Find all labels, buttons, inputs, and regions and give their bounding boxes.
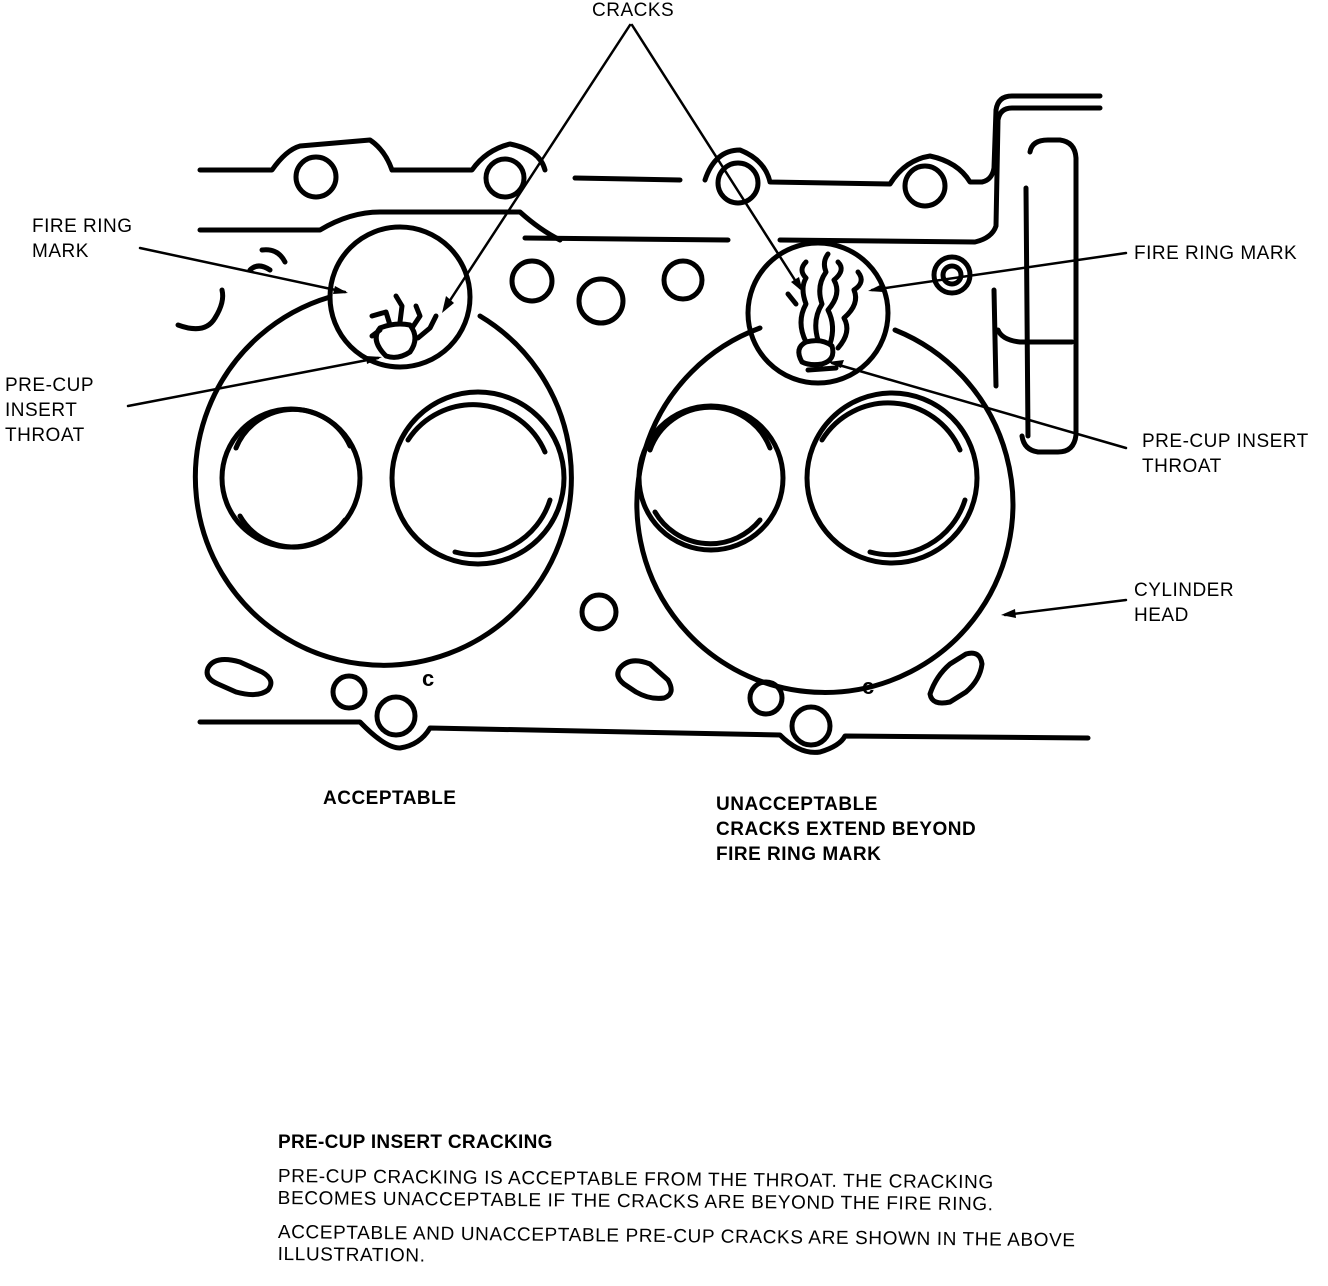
caption-title: PRE-CUP INSERT CRACKING (278, 1132, 553, 1153)
left-edge-features (175, 247, 288, 332)
pre-cup-insert-throat-left-label: PRE-CUP INSERT THROAT (5, 375, 95, 446)
cracks-label: CRACKS (592, 0, 675, 21)
mark-c-right: c (862, 674, 875, 699)
cylinder-head-diagram (126, 23, 1128, 755)
right-cylinder (634, 240, 1016, 695)
caption-paragraph-2: ACCEPTABLE AND UNACCEPTABLE PRE-CUP CRAC… (277, 1222, 1076, 1267)
caption-paragraph-1: PRE-CUP CRACKING IS ACCEPTABLE FROM THE … (277, 1166, 994, 1216)
fire-ring-mark-right-label: FIRE RING MARK (1134, 243, 1298, 264)
arrow-heads (333, 277, 1016, 618)
left-cylinder (192, 224, 574, 668)
cylinder-head-label: CYLINDER HEAD (1134, 580, 1235, 626)
mark-c-left: c (422, 666, 435, 691)
acceptable-label: ACCEPTABLE (323, 788, 457, 809)
caption-block: PRE-CUP INSERT CRACKING PRE-CUP CRACKING… (278, 1132, 1098, 1278)
coolant-slots (204, 650, 985, 706)
bolt-holes (293, 154, 973, 748)
fire-ring-mark-left-label: FIRE RING MARK (32, 216, 133, 262)
head-outline (197, 93, 1103, 755)
unacceptable-label: UNACCEPTABLE CRACKS EXTEND BEYOND FIRE R… (716, 794, 977, 865)
leader-lines (126, 23, 1128, 617)
pre-cup-insert-throat-right-label: PRE-CUP INSERT THROAT (1142, 431, 1309, 477)
